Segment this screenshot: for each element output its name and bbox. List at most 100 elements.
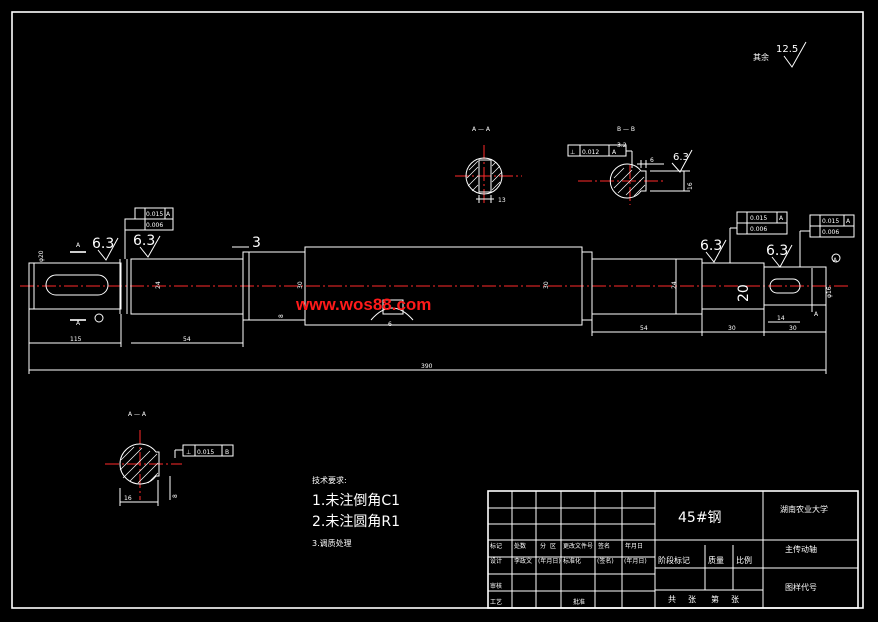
tb-material: 45#钢 bbox=[678, 510, 722, 526]
left-section-marker-top: A bbox=[76, 242, 81, 249]
section-b-label: B — B bbox=[617, 126, 635, 133]
left-diameter: φ20 bbox=[38, 250, 45, 262]
svg-text:阶段标记: 阶段标记 bbox=[658, 555, 690, 565]
section-a2-label: A — A bbox=[128, 411, 147, 418]
dim-d30b: 30 bbox=[543, 281, 550, 289]
tech-req-item-3: 3.调质处理 bbox=[312, 538, 352, 548]
svg-text:(年月日): (年月日) bbox=[538, 557, 561, 565]
svg-text:批准: 批准 bbox=[573, 598, 585, 606]
right-keyway bbox=[769, 278, 801, 294]
dim-d24b: 24 bbox=[671, 281, 678, 289]
svg-text:质量: 质量 bbox=[708, 555, 724, 565]
right-gdt-flat-1: 0.006 bbox=[750, 226, 767, 233]
dim-keyway: 6 bbox=[388, 321, 392, 328]
section-b-dim-v: 16 bbox=[687, 182, 694, 190]
dim-len-115: 115 bbox=[70, 336, 82, 343]
svg-text:审核: 审核 bbox=[490, 582, 502, 590]
section-a2-datum: B bbox=[225, 449, 229, 456]
svg-text:工艺: 工艺 bbox=[490, 598, 502, 606]
svg-text:共: 共 bbox=[668, 595, 676, 604]
tech-req-item-1: 1.未注倒角C1 bbox=[312, 493, 400, 509]
left-roughness-1: 6.3 bbox=[92, 236, 114, 252]
section-b-tol: 0.012 bbox=[582, 149, 599, 156]
tb-drawing-no: 图样代号 bbox=[785, 582, 817, 592]
dim-d24a: 24 bbox=[155, 281, 162, 289]
title-block: 45#钢 湖南农业大学 主传动轴 图样代号 标记 处数 分 区 更改文件号 签名… bbox=[487, 490, 859, 609]
svg-text:签名: 签名 bbox=[598, 542, 610, 550]
section-a1-key bbox=[478, 159, 492, 193]
section-b-datum: A bbox=[612, 149, 617, 156]
svg-text:处数: 处数 bbox=[514, 542, 526, 550]
dim-len-30b: 30 bbox=[789, 325, 797, 332]
roughness-symbol-icon bbox=[671, 149, 693, 173]
section-a1-circle bbox=[465, 157, 503, 195]
tb-part-name: 主传动轴 bbox=[785, 544, 817, 554]
right-gdt-runout-2: 0.015 bbox=[822, 218, 839, 225]
section-a1: A — A 13 bbox=[455, 126, 522, 205]
section-a2: A — A ⊥ 0.015 B 16 8 bbox=[105, 411, 234, 506]
shaft-main-view: 3 24 30 30 24 6 8 φ20 0.015 A 0.006 6.3 … bbox=[20, 207, 855, 328]
svg-text:⊥: ⊥ bbox=[186, 449, 191, 456]
section-b: B — B ⊥ 0.012 A 3.2 6.3 6 16 bbox=[567, 126, 694, 205]
shaft-right-end bbox=[763, 266, 827, 306]
dim-len-54b: 54 bbox=[640, 325, 648, 332]
svg-text:张: 张 bbox=[688, 595, 696, 604]
left-roughness-2: 6.3 bbox=[133, 233, 155, 249]
watermark: www.wos88.com bbox=[295, 295, 431, 314]
section-b-roughness-key: 3.2 bbox=[617, 142, 627, 149]
tech-req-title: 技术要求: bbox=[312, 475, 347, 485]
section-a2-dim-h: 16 bbox=[124, 495, 132, 502]
section-b-roughness: 6.3 bbox=[673, 152, 689, 163]
corner-roughness-label: 其余 bbox=[753, 52, 769, 62]
section-a2-dim-v: 8 bbox=[172, 494, 179, 498]
svg-text:A: A bbox=[846, 218, 851, 225]
right-gdt-flat-2: 0.006 bbox=[822, 229, 839, 236]
svg-text:(签名): (签名) bbox=[597, 557, 614, 565]
svg-text:年月日: 年月日 bbox=[625, 542, 643, 550]
svg-text:A: A bbox=[166, 211, 171, 218]
dim-d30a: 30 bbox=[297, 281, 304, 289]
svg-text:标准化: 标准化 bbox=[563, 557, 581, 565]
svg-text:比例: 比例 bbox=[736, 555, 752, 565]
dim-keyway-r: 8 bbox=[278, 314, 285, 318]
dim-len-total: 390 bbox=[421, 363, 433, 370]
left-section-marker-bottom: A bbox=[76, 320, 81, 327]
svg-text:张: 张 bbox=[731, 595, 739, 604]
svg-text:标记: 标记 bbox=[490, 542, 502, 550]
svg-text:第: 第 bbox=[711, 594, 719, 604]
left-gdt-flat: 0.006 bbox=[146, 222, 163, 229]
mid-keyway bbox=[382, 299, 404, 315]
roughness-symbol-icon bbox=[783, 41, 807, 68]
section-a1-dim: 13 bbox=[498, 197, 506, 204]
svg-text:区: 区 bbox=[550, 543, 556, 550]
section-a1-hatch bbox=[466, 160, 503, 192]
svg-text:(年月日): (年月日) bbox=[624, 557, 647, 565]
svg-text:φ16: φ16 bbox=[826, 286, 833, 298]
right-gdt-runout-1: 0.015 bbox=[750, 215, 767, 222]
corner-roughness: 其余 12.5 bbox=[753, 41, 807, 68]
technical-requirements: 技术要求: 1.未注倒角C1 2.未注圆角R1 3.调质处理 bbox=[312, 475, 400, 548]
corner-roughness-value: 12.5 bbox=[776, 44, 798, 55]
left-gdt-frame-2 bbox=[124, 218, 174, 231]
svg-text:A: A bbox=[814, 311, 819, 318]
svg-text:分: 分 bbox=[540, 542, 546, 550]
svg-text:李政文: 李政文 bbox=[514, 557, 532, 565]
right-marker-a: A bbox=[833, 257, 838, 264]
right-roughness-2: 6.3 bbox=[766, 243, 788, 259]
svg-text:A: A bbox=[779, 215, 784, 222]
svg-text:设计: 设计 bbox=[490, 557, 502, 565]
right-roughness-1: 6.3 bbox=[700, 238, 722, 254]
tech-req-item-2: 2.未注圆角R1 bbox=[312, 514, 400, 530]
shaft-left-segment bbox=[28, 262, 122, 310]
dim-len-14: 14 bbox=[777, 315, 785, 322]
section-b-profile bbox=[609, 163, 647, 199]
section-a1-label: A — A bbox=[472, 126, 491, 133]
svg-text:更改文件号: 更改文件号 bbox=[563, 542, 593, 550]
drawing-frame bbox=[11, 11, 864, 609]
dim-len-54a: 54 bbox=[183, 336, 191, 343]
right-diameter: 20 bbox=[736, 284, 752, 302]
section-a2-tol: 0.015 bbox=[197, 449, 214, 456]
left-gdt-runout: 0.015 bbox=[146, 211, 163, 218]
dim-len-30a: 30 bbox=[728, 325, 736, 332]
